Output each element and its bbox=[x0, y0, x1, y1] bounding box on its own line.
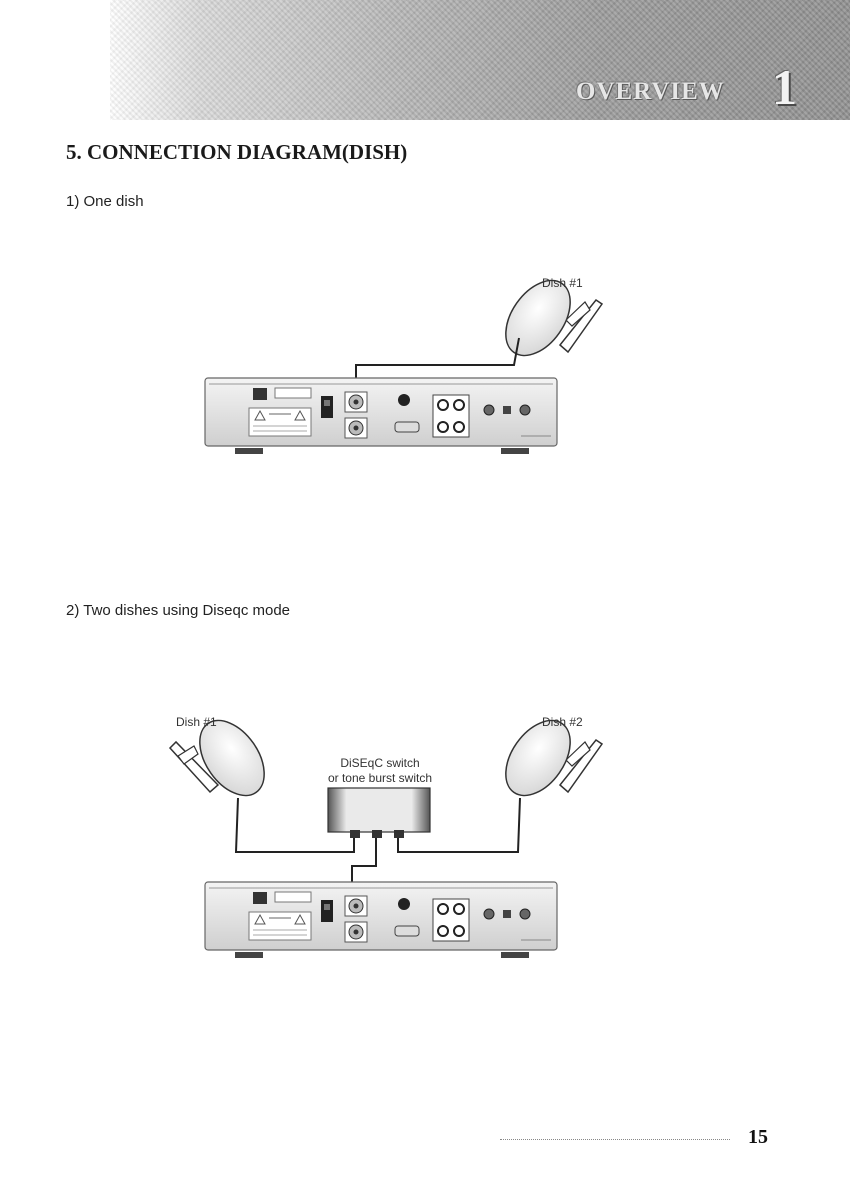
dish-2-label: Dish #2 bbox=[542, 715, 583, 729]
switch-label-line-1: DiSEqC switch bbox=[340, 756, 419, 770]
dish-1-label: Dish #1 bbox=[176, 715, 217, 729]
page-number: 15 bbox=[748, 1126, 768, 1149]
switch-label-line-2: or tone burst switch bbox=[328, 771, 432, 785]
diseqc-switch bbox=[328, 788, 430, 832]
receiver-rear-panel bbox=[205, 882, 557, 958]
footer-rule bbox=[500, 1139, 730, 1140]
